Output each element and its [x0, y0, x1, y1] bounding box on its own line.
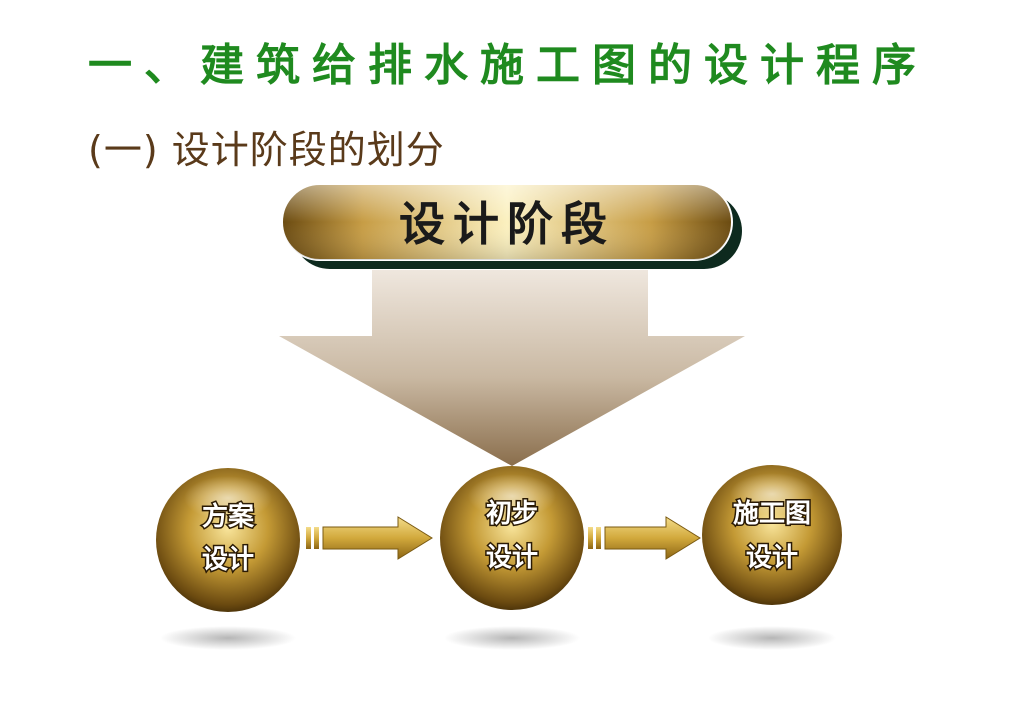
- stage-label-line1: 施工图: [733, 498, 811, 529]
- header-pill-label: 设计阶段: [399, 197, 615, 251]
- sphere-shadow: [444, 626, 580, 650]
- sphere-shadow: [708, 626, 836, 650]
- stage-label-line2: 设计: [746, 543, 798, 573]
- stage-label-line2: 设计: [486, 543, 538, 573]
- stage-label-line2: 设计: [202, 545, 254, 575]
- stage-node-preliminary: 初步 设计: [440, 466, 584, 610]
- sphere-shadow: [160, 626, 296, 650]
- connector-arrow: [306, 516, 433, 560]
- stage-label-line1: 初步: [486, 498, 538, 529]
- stage-label-line1: 方案: [202, 501, 255, 532]
- connector-arrow: [588, 516, 701, 560]
- slide-subtitle: (一) 设计阶段的划分: [88, 128, 445, 172]
- stage-node-scheme: 方案 设计: [156, 468, 300, 612]
- funnel-arrow: [279, 270, 745, 466]
- slide-title: 一、建筑给排水施工图的设计程序: [88, 40, 928, 91]
- stage-node-construction: 施工图 设计: [702, 465, 842, 605]
- header-pill: 设计阶段: [281, 183, 742, 269]
